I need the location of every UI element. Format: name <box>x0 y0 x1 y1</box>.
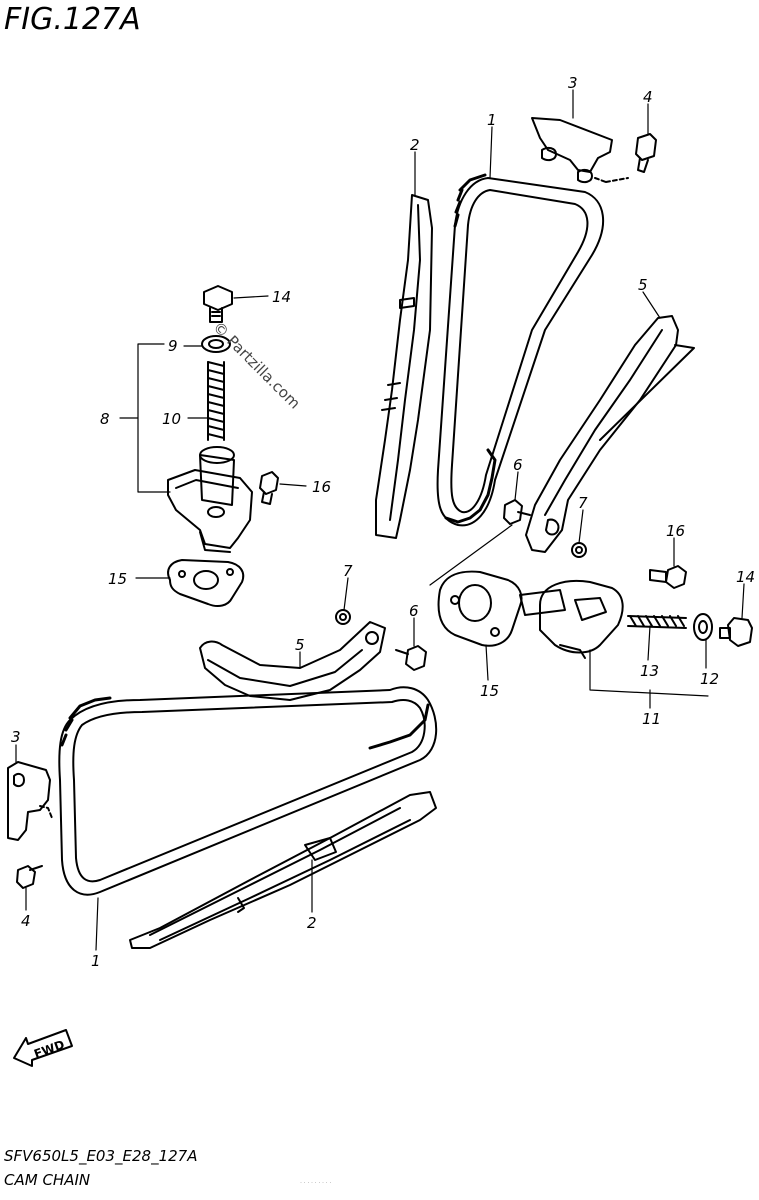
lower-chain-guide <box>129 791 437 949</box>
footer-small-print: · · · · · · · · · <box>300 1180 332 1186</box>
callout-14-right: 14 <box>736 568 755 586</box>
upper-cam-chain <box>436 173 605 527</box>
callout-1-top: 1 <box>487 111 497 129</box>
callout-7-mid: 7 <box>343 562 353 580</box>
callout-4-bottom: 4 <box>21 912 31 930</box>
callout-15-left: 15 <box>108 570 127 588</box>
rear-tensioner-assembly <box>437 565 753 659</box>
upper-chain-guide <box>375 194 433 539</box>
callout-2-bottom: 2 <box>307 914 317 932</box>
callout-1-bottom: 1 <box>91 952 101 970</box>
callout-6-mid: 6 <box>409 602 419 620</box>
callout-11: 11 <box>642 710 661 728</box>
callout-5-bottom: 5 <box>295 636 305 654</box>
leader-lines <box>15 89 745 951</box>
callout-9: 9 <box>168 337 178 355</box>
upper-shoe-washer <box>571 542 587 558</box>
callout-15-right: 15 <box>480 682 499 700</box>
upper-guide-bracket <box>531 117 613 184</box>
upper-guide-bolt <box>605 133 657 183</box>
callout-16-left: 16 <box>312 478 331 496</box>
callout-7-top: 7 <box>578 494 588 512</box>
diagram-code: SFV650L5_E03_E28_127A <box>4 1147 198 1165</box>
upper-tensioner-shoe <box>525 315 695 553</box>
callout-10: 10 <box>162 410 181 428</box>
callout-3-top: 3 <box>568 74 578 92</box>
callout-14-left: 14 <box>272 288 291 306</box>
callout-13: 13 <box>640 662 659 680</box>
figure-title: FIG.127A <box>4 2 141 37</box>
lower-guide-bolt <box>16 865 43 889</box>
diagram-caption: CAM CHAIN <box>4 1171 91 1189</box>
lower-guide-bracket <box>7 761 53 841</box>
lower-tensioner-shoe <box>199 621 386 701</box>
callout-8: 8 <box>100 410 110 428</box>
callout-4-top: 4 <box>643 88 653 106</box>
front-tensioner-assembly <box>167 285 279 607</box>
forward-arrow-icon: FWD <box>13 1029 73 1067</box>
callout-16-right: 16 <box>666 522 685 540</box>
callout-6-top: 6 <box>513 456 523 474</box>
callout-12: 12 <box>700 670 719 688</box>
callout-2-top: 2 <box>410 136 420 154</box>
callout-5-top: 5 <box>638 276 648 294</box>
lower-cam-chain <box>58 686 438 896</box>
callout-3-bottom: 3 <box>11 728 21 746</box>
lower-shoe-bolt <box>395 645 427 671</box>
lower-shoe-washer <box>335 609 351 625</box>
